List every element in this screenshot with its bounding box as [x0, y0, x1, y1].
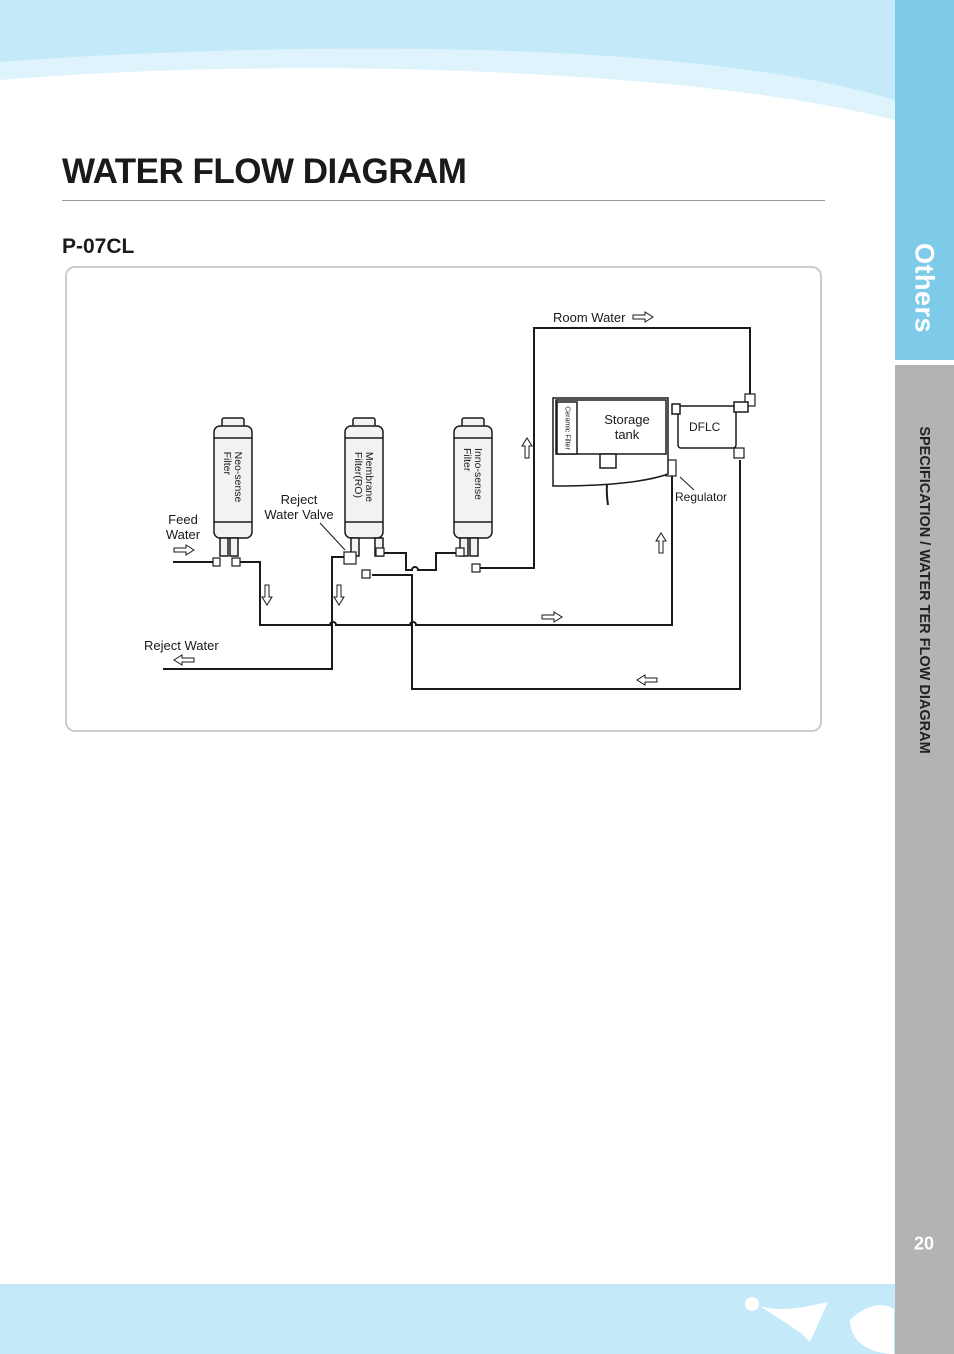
model-label: P-07CL: [62, 235, 135, 258]
neo-sense-filter: [213, 417, 253, 557]
regulator-pointer: [679, 476, 695, 491]
flow-arrow-right-icon: [173, 544, 195, 556]
flow-arrow-up-icon: [655, 532, 667, 554]
regulator-label: Regulator: [675, 490, 728, 504]
feed-water-label: Feed Water: [165, 512, 201, 542]
storage-tank-label: Storage tank: [604, 412, 650, 442]
flow-arrow-right-icon: [632, 311, 654, 323]
room-water-label: Room Water: [553, 310, 626, 325]
flow-arrow-down-icon: [333, 584, 345, 606]
section-tab-others[interactable]: [895, 0, 954, 360]
page-number: 20: [913, 1233, 935, 1254]
storage-tank: [552, 397, 669, 487]
title-divider: [62, 200, 825, 201]
flow-arrow-down-icon: [261, 584, 273, 606]
flow-arrow-left-icon: [636, 674, 658, 686]
membrane-filter-label: Membrane Filter(RO): [352, 451, 375, 503]
membrane-filter: [344, 417, 384, 557]
reject-water-label: Reject Water: [144, 638, 219, 653]
flow-arrow-right-icon: [541, 611, 563, 623]
top-sky-band: [0, 0, 954, 120]
dflc-unit: [671, 401, 749, 449]
reject-valve-pointer: [319, 522, 346, 551]
tubing-lines: [163, 327, 751, 690]
reject-water-valve-label: Reject Water Valve: [264, 492, 334, 522]
fittings: [212, 393, 756, 579]
inno-sense-filter-label: Inno-sense Filter: [461, 448, 484, 500]
ceramic-filter-label: Ceramic Filter: [563, 406, 571, 450]
page-title: WATER FLOW DIAGRAM: [62, 152, 467, 191]
section-tab-specification[interactable]: [895, 365, 954, 1354]
dflc-label: DFLC: [689, 420, 721, 434]
flow-arrow-up-icon: [521, 437, 533, 459]
diagram-frame: [65, 266, 822, 732]
swallow-logo-icon: [745, 1297, 894, 1354]
flow-arrow-left-icon: [173, 654, 195, 666]
inno-sense-filter: [453, 417, 493, 557]
neo-sense-filter-label: Neo-sense Filter: [221, 451, 244, 503]
